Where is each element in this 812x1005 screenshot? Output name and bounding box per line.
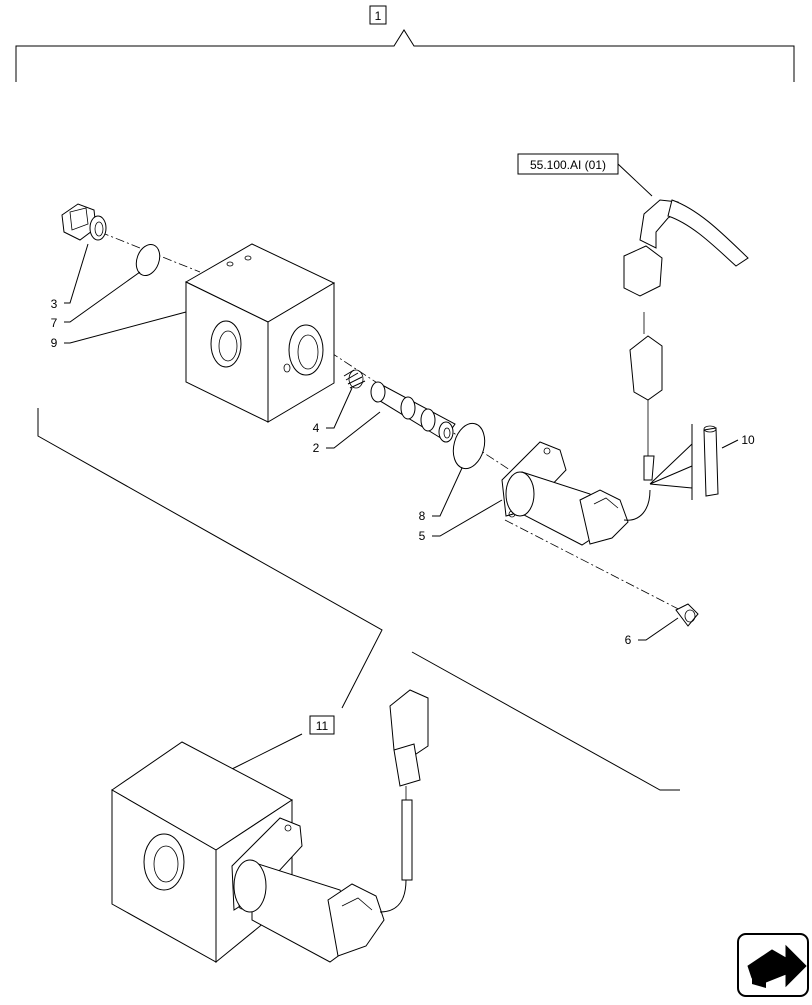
callout-2: 2 xyxy=(313,441,320,455)
callout-9: 9 xyxy=(51,336,58,350)
kit-ref-box[interactable]: 11 xyxy=(309,715,335,735)
callout-5: 5 xyxy=(419,529,426,543)
kit-bracket xyxy=(37,408,680,791)
cross-ref-label: 55.100.AI (01) xyxy=(530,158,606,172)
part-4-spring[interactable] xyxy=(343,369,366,389)
callout-3: 3 xyxy=(51,297,58,311)
assembly-bracket xyxy=(15,29,795,82)
next-page-arrow-icon[interactable] xyxy=(737,933,809,997)
part-9-valve-block[interactable] xyxy=(184,243,336,423)
callout-7: 7 xyxy=(51,316,58,330)
callout-6: 6 xyxy=(625,633,632,647)
part-5-solenoid[interactable] xyxy=(501,441,651,546)
assembly-ref-box[interactable]: 1 xyxy=(369,5,387,25)
part-7-o-ring[interactable] xyxy=(132,241,164,279)
part-10-indicator-lines xyxy=(649,443,693,489)
harness-connector[interactable] xyxy=(623,199,749,481)
assembly-ref-label: 1 xyxy=(375,9,382,23)
callout-10: 10 xyxy=(741,433,755,447)
callout-4: 4 xyxy=(313,421,320,435)
callout-leaders xyxy=(64,243,739,641)
kit-leader xyxy=(229,733,303,771)
part-2-spool[interactable] xyxy=(370,381,456,443)
callout-8: 8 xyxy=(419,509,426,523)
cross-ref-box[interactable]: 55.100.AI (01) xyxy=(517,153,653,197)
kit-ref-label: 11 xyxy=(316,719,329,733)
part-8-o-ring[interactable] xyxy=(449,420,490,472)
kit-11-assembly[interactable] xyxy=(111,689,429,964)
part-10-sleeve[interactable] xyxy=(703,425,719,497)
part-3-plug[interactable] xyxy=(61,203,107,241)
axis-line-bolt xyxy=(504,519,691,616)
part-6-bolt[interactable] xyxy=(675,603,699,627)
